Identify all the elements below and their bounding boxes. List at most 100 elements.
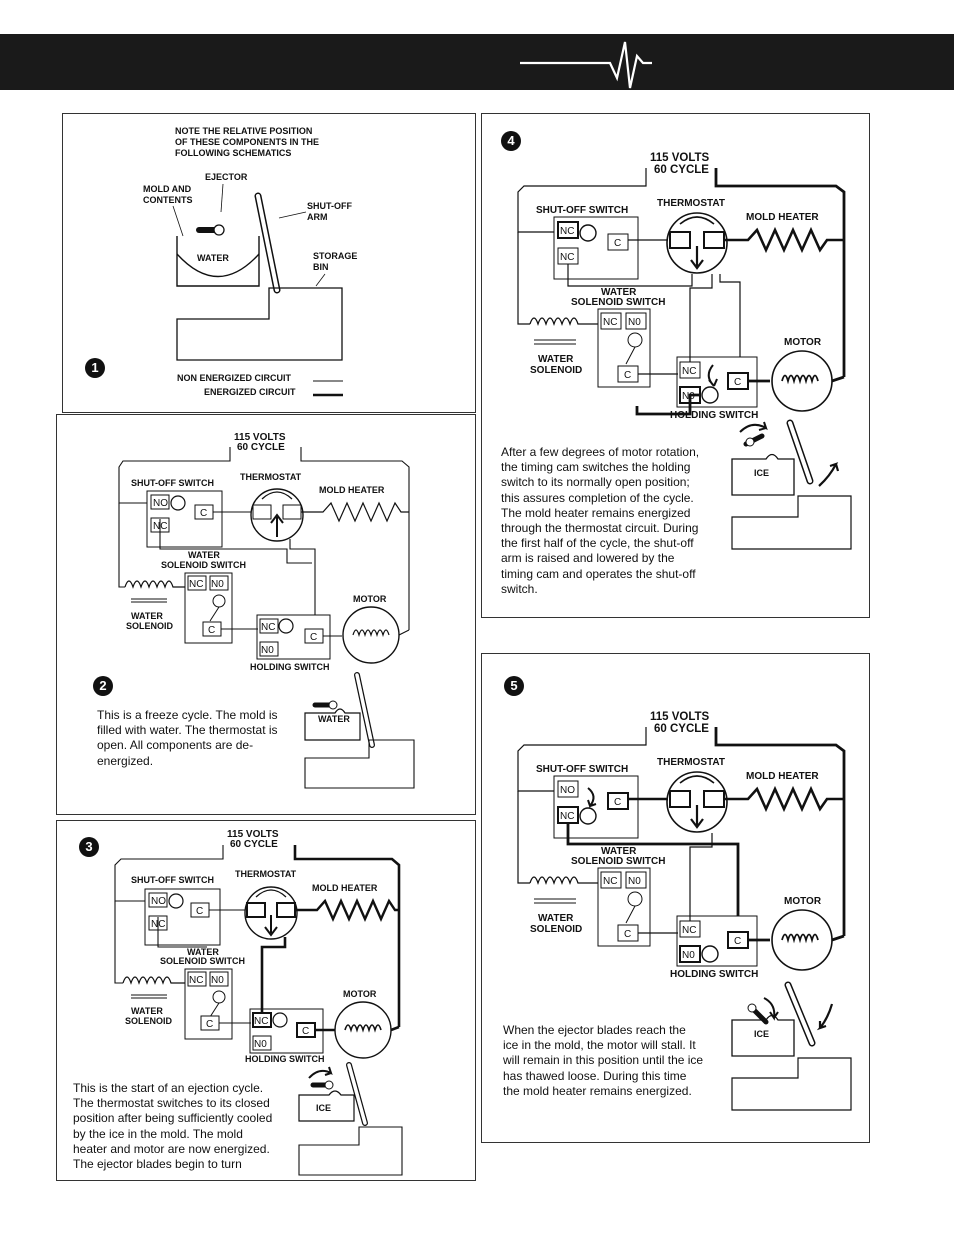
svg-text:NC: NC — [560, 252, 574, 263]
mold-label-2: CONTENTS — [143, 195, 193, 205]
note-line-1: NOTE THE RELATIVE POSITION — [175, 126, 312, 136]
svg-text:C: C — [208, 625, 215, 636]
panel-component-overview: NOTE THE RELATIVE POSITION OF THESE COMP… — [62, 113, 476, 413]
panel-5-description: When the ejector blades reach the ice in… — [503, 1023, 704, 1098]
svg-text:NO: NO — [153, 498, 168, 509]
note-line-2: OF THESE COMPONENTS IN THE — [175, 137, 319, 147]
panel-number-3: 3 — [79, 837, 99, 857]
motor-label: MOTOR — [353, 594, 387, 604]
svg-text:NC: NC — [189, 975, 203, 986]
legend-energized: ENERGIZED CIRCUIT — [204, 387, 296, 397]
svg-text:C: C — [200, 508, 207, 519]
svg-text:WATER: WATER — [601, 287, 637, 298]
svg-text:NC: NC — [189, 579, 203, 590]
svg-text:NC: NC — [603, 876, 617, 887]
svg-text:THERMOSTAT: THERMOSTAT — [657, 198, 725, 209]
svg-text:ICE: ICE — [754, 1029, 769, 1039]
svg-text:NC: NC — [560, 226, 574, 237]
panel-number-2: 2 — [93, 676, 113, 696]
svg-text:N0: N0 — [211, 579, 224, 590]
svg-text:NC: NC — [603, 317, 617, 328]
mold-label-1: MOLD AND — [143, 184, 192, 194]
storage-bin-label-1: STORAGE — [313, 251, 357, 261]
panel-number-5: 5 — [504, 676, 524, 696]
svg-text:60 CYCLE: 60 CYCLE — [230, 839, 278, 850]
svg-text:N0: N0 — [211, 975, 224, 986]
panel-2-description: This is a freeze cycle. The mold is fill… — [97, 708, 278, 768]
legend-non-energized: NON ENERGIZED CIRCUIT — [177, 373, 292, 383]
water-solenoid-label-2: SOLENOID — [126, 621, 174, 631]
svg-text:MOTOR: MOTOR — [343, 989, 377, 999]
panel-freeze-cycle: 115 VOLTS 60 CYCLE SHUT-OFF SWITCH THERM… — [56, 414, 476, 815]
panel-holding-switch: 115 VOLTS 60 CYCLE SHUT-OFF SWITCH THERM… — [481, 113, 870, 618]
svg-text:C: C — [310, 632, 317, 643]
svg-text:SHUT-OFF SWITCH: SHUT-OFF SWITCH — [536, 764, 628, 775]
schematic-2: 115 VOLTS 60 CYCLE SHUT-OFF SWITCH THERM… — [118, 432, 415, 789]
ejector-label: EJECTOR — [205, 172, 248, 182]
svg-text:NC: NC — [682, 366, 696, 377]
water-solenoid-label-1: WATER — [131, 611, 163, 621]
svg-text:SOLENOID SWITCH: SOLENOID SWITCH — [571, 856, 665, 867]
panel-number-1: 1 — [85, 358, 105, 378]
svg-text:115 VOLTS: 115 VOLTS — [227, 829, 279, 840]
svg-text:HOLDING SWITCH: HOLDING SWITCH — [670, 969, 758, 980]
svg-text:115 VOLTS: 115 VOLTS — [650, 711, 710, 723]
svg-text:C: C — [734, 936, 741, 947]
shutoff-arm-label-1: SHUT-OFF — [307, 201, 352, 211]
panel-3-description: This is the start of an ejection cycle. … — [73, 1081, 273, 1172]
mold-heater-label: MOLD HEATER — [319, 485, 385, 495]
schematic-3: 115 VOLTS 60 CYCLE SHUT-OFF SWITCH THERM… — [114, 829, 403, 1176]
svg-text:NC: NC — [560, 811, 574, 822]
svg-text:WATER: WATER — [538, 354, 574, 365]
svg-text:WATER: WATER — [131, 1006, 163, 1016]
svg-text:NC: NC — [254, 1016, 268, 1027]
panel-motor-stall: 115 VOLTS 60 CYCLE SHUT-OFF SWITCH THERM… — [481, 653, 870, 1143]
mold-shape — [176, 236, 260, 287]
svg-text:MOTOR: MOTOR — [784, 896, 822, 907]
svg-text:SOLENOID SWITCH: SOLENOID SWITCH — [571, 297, 665, 308]
svg-text:60 CYCLE: 60 CYCLE — [654, 723, 709, 735]
svg-text:NC: NC — [682, 925, 696, 936]
svg-text:SOLENOID SWITCH: SOLENOID SWITCH — [160, 956, 245, 966]
svg-text:SHUT-OFF SWITCH: SHUT-OFF SWITCH — [131, 875, 214, 885]
svg-text:ICE: ICE — [316, 1103, 331, 1113]
holding-switch-label: HOLDING SWITCH — [250, 662, 330, 672]
svg-text:C: C — [614, 238, 621, 249]
svg-text:NO: NO — [560, 785, 575, 796]
shutoff-arm-label-2: ARM — [307, 212, 328, 222]
panel-ejection-start: 115 VOLTS 60 CYCLE SHUT-OFF SWITCH THERM… — [56, 820, 476, 1181]
svg-text:HOLDING SWITCH: HOLDING SWITCH — [670, 410, 758, 421]
svg-text:WATER: WATER — [601, 846, 637, 857]
svg-text:C: C — [302, 1026, 309, 1037]
svg-text:N0: N0 — [254, 1039, 267, 1050]
svg-text:N0: N0 — [261, 645, 274, 656]
svg-text:WATER: WATER — [318, 714, 350, 724]
svg-text:THERMOSTAT: THERMOSTAT — [235, 869, 297, 879]
svg-text:WATER: WATER — [538, 913, 574, 924]
svg-text:C: C — [734, 377, 741, 388]
svg-text:C: C — [196, 906, 203, 917]
svg-text:NO: NO — [151, 896, 166, 907]
svg-text:C: C — [206, 1019, 213, 1030]
svg-text:115 VOLTS: 115 VOLTS — [650, 152, 710, 164]
heartbeat-icon — [520, 41, 652, 89]
water-sol-label-1: WATER — [188, 550, 220, 560]
svg-text:C: C — [624, 929, 631, 940]
svg-text:MOLD HEATER: MOLD HEATER — [312, 883, 378, 893]
svg-text:MOLD HEATER: MOLD HEATER — [746, 212, 819, 223]
thermostat-label: THERMOSTAT — [240, 472, 302, 482]
water-label: WATER — [197, 253, 229, 263]
svg-text:N0: N0 — [628, 317, 641, 328]
panel-4-description: After a few degrees of motor rotation, t… — [501, 445, 700, 596]
svg-text:NC: NC — [261, 622, 275, 633]
svg-text:SOLENOID: SOLENOID — [530, 365, 582, 376]
svg-text:HOLDING SWITCH: HOLDING SWITCH — [245, 1054, 325, 1064]
water-sol-label-2: SOLENOID SWITCH — [161, 560, 246, 570]
svg-text:SHUT-OFF SWITCH: SHUT-OFF SWITCH — [536, 205, 628, 216]
svg-text:N0: N0 — [628, 876, 641, 887]
voltage-label-1: 115 VOLTS — [234, 432, 286, 443]
voltage-label-2: 60 CYCLE — [237, 442, 285, 453]
svg-text:C: C — [614, 797, 621, 808]
svg-text:60 CYCLE: 60 CYCLE — [654, 164, 709, 176]
storage-bin-label-2: BIN — [313, 262, 329, 272]
